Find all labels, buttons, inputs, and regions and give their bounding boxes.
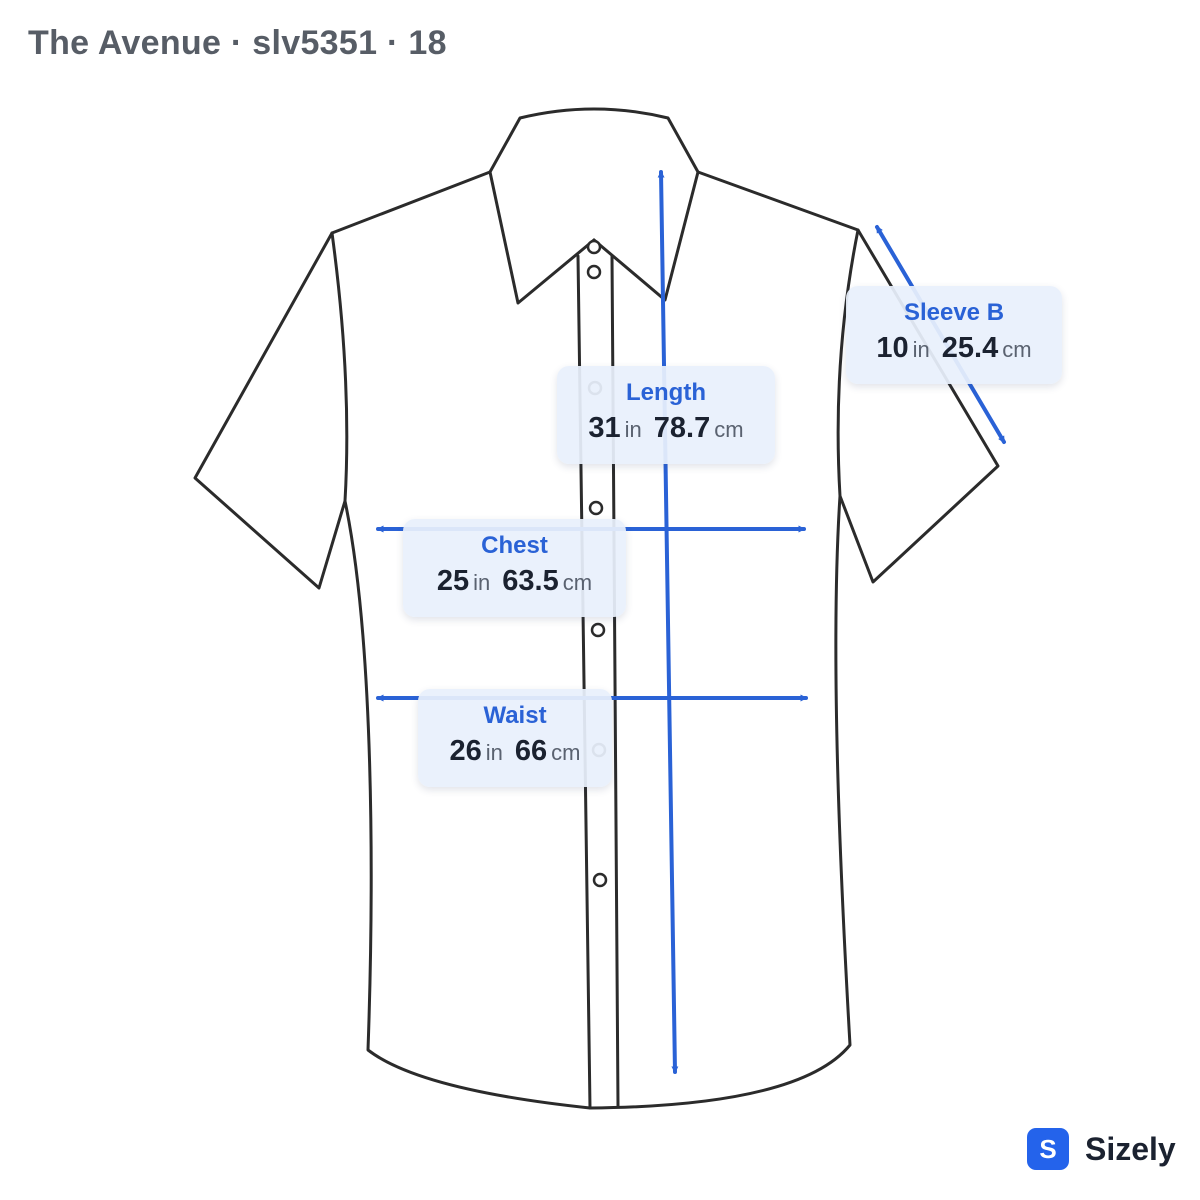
button [592, 872, 608, 888]
length-in-unit: in [624, 417, 642, 442]
chest-cm: 63.5 [502, 565, 559, 597]
length-in: 31 [588, 412, 621, 444]
sleeve-in: 10 [876, 332, 909, 364]
chest-in: 25 [436, 565, 470, 597]
left-armhole-seam [330, 231, 349, 503]
length-name: Length [626, 379, 706, 406]
button [586, 264, 602, 280]
button [586, 239, 602, 255]
chest-name: Chest [481, 532, 548, 559]
sizely-logo-icon: S [1027, 1128, 1069, 1170]
right-armhole-seam [836, 228, 860, 498]
collar-right [592, 170, 700, 302]
page-title: The Avenue · slv5351 · 18 [28, 24, 447, 62]
waist-in-unit: in [485, 740, 503, 765]
sleeve-in-unit: in [912, 337, 930, 362]
length-cm-unit: cm [714, 417, 744, 442]
brand-name: Sizely [1085, 1130, 1176, 1167]
chest-cm-unit: cm [562, 570, 593, 595]
chest-in-unit: in [473, 570, 491, 595]
length-cm: 78.7 [653, 412, 711, 444]
sleeve-cm-unit: cm [1002, 337, 1032, 362]
sleeve-cm: 25.4 [941, 332, 999, 364]
button [588, 500, 604, 516]
brand-logo: S Sizely [1027, 1128, 1176, 1170]
button [590, 622, 606, 638]
waist-cm-unit: cm [551, 740, 581, 765]
sleeve-name: Sleeve B [903, 299, 1005, 326]
collar-band [488, 107, 700, 174]
waist-cm: 66 [514, 735, 548, 767]
collar-left [488, 170, 596, 305]
waist-in: 26 [449, 735, 482, 767]
waist-name: Waist [483, 702, 547, 729]
length-arrow [657, 170, 679, 1074]
